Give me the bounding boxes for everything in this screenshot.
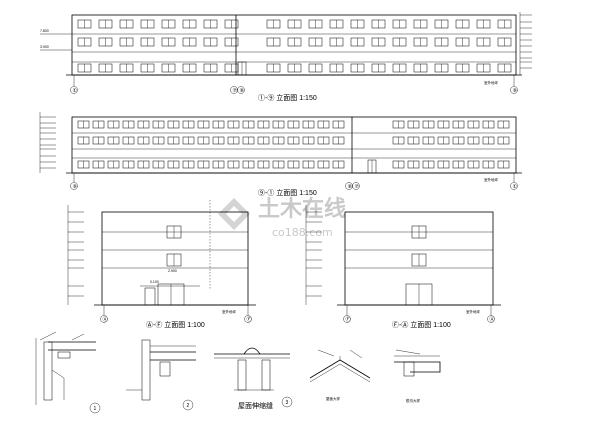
- detail-3: 屋面伸缩缝 3: [214, 347, 293, 410]
- detail-title: 屋面大样: [326, 396, 340, 401]
- axis-bubble-label: ⑦: [355, 184, 360, 190]
- axis-bubble-label: ⑨: [73, 184, 78, 190]
- svg-text:土木在线: 土木在线: [258, 196, 346, 222]
- level-label: 7.800: [40, 29, 49, 33]
- axis-bubble: [343, 315, 351, 323]
- axis-bubble: [487, 315, 495, 323]
- axis-bubble-label: Ⓕ: [247, 316, 252, 323]
- axis-bubble-label: ⑨: [513, 88, 518, 94]
- ground-label: 室外地坪: [222, 309, 236, 314]
- detail-number-bubble: [89, 402, 101, 414]
- axis-bubble-label: Ⓐ: [490, 316, 495, 323]
- axis-bubble-label: ①: [513, 184, 518, 190]
- axis-bubble: [100, 315, 108, 323]
- view-caption: ①-⑨ 立面图 1:150: [258, 93, 317, 102]
- axis-bubble: [510, 86, 518, 94]
- axis-bubble: [70, 182, 78, 190]
- elevation-rear: ⑨ ⑧ ⑦ ① 室外地坪 ⑨-① 立面图 1:150: [39, 112, 522, 197]
- axis-bubble: [244, 315, 252, 323]
- left-level-marks: [39, 112, 56, 173]
- axis-bubble: [237, 86, 245, 94]
- axis-bubble-label: Ⓕ: [346, 316, 351, 323]
- detail-number-bubble: [182, 399, 194, 411]
- axis-bubble: [510, 182, 518, 190]
- watermark-logo: 土木在线 co188.com: [218, 196, 346, 239]
- level-label: 0.100: [150, 280, 159, 284]
- detail-title: 屋面伸缩缝: [238, 401, 273, 410]
- ground-label: 室外地坪: [466, 309, 480, 314]
- view-caption: Ⓐ-Ⓕ 立面图 1:100: [146, 320, 205, 329]
- level-label: 3.900: [40, 45, 49, 49]
- axis-bubble: [70, 86, 78, 94]
- svg-text:co188.com: co188.com: [272, 226, 333, 239]
- detail-gutter: 檐沟大样: [394, 349, 441, 403]
- detail-2: 2: [126, 339, 196, 411]
- axis-bubble: [352, 182, 360, 190]
- left-level-marks: [67, 205, 84, 305]
- elevation-gable-right: Ⓕ Ⓐ 室外地坪 Ⓕ-Ⓐ 立面图 1:100: [305, 205, 501, 329]
- axis-bubble-label: ①: [73, 88, 78, 94]
- ground-label: 室外地坪: [484, 177, 498, 182]
- axis-bubble-label: ⑧: [348, 184, 353, 190]
- axis-bubble-label: Ⓐ: [103, 316, 108, 323]
- detail-number: 3: [286, 400, 289, 406]
- detail-ridge: 屋面大样: [309, 349, 371, 401]
- elevation-gable-left: 0.100 2.900 Ⓐ Ⓕ 室外地坪 Ⓐ-Ⓕ 立面图 1:100: [67, 200, 256, 329]
- detail-number: 2: [187, 403, 190, 409]
- elevation-front: 7.800 3.900 ① ⑦ ⑧ ⑨ 室外地坪 ①-⑨ 立面图 1:150: [40, 12, 532, 102]
- axis-bubble-label: ⑦: [233, 88, 238, 94]
- left-level-marks: [305, 205, 322, 305]
- right-level-marks: [519, 12, 532, 75]
- axis-bubble-label: ⑧: [240, 88, 245, 94]
- detail-title: 檐沟大样: [406, 398, 420, 403]
- ground-label: 室外地坪: [484, 80, 498, 85]
- detail-number: 1: [94, 406, 97, 412]
- detail-1: 1: [35, 331, 101, 414]
- level-label: 2.900: [168, 269, 177, 273]
- view-caption: ⑨-① 立面图 1:150: [258, 188, 317, 197]
- detail-number-bubble: [281, 396, 293, 408]
- view-caption: Ⓕ-Ⓐ 立面图 1:100: [392, 320, 451, 329]
